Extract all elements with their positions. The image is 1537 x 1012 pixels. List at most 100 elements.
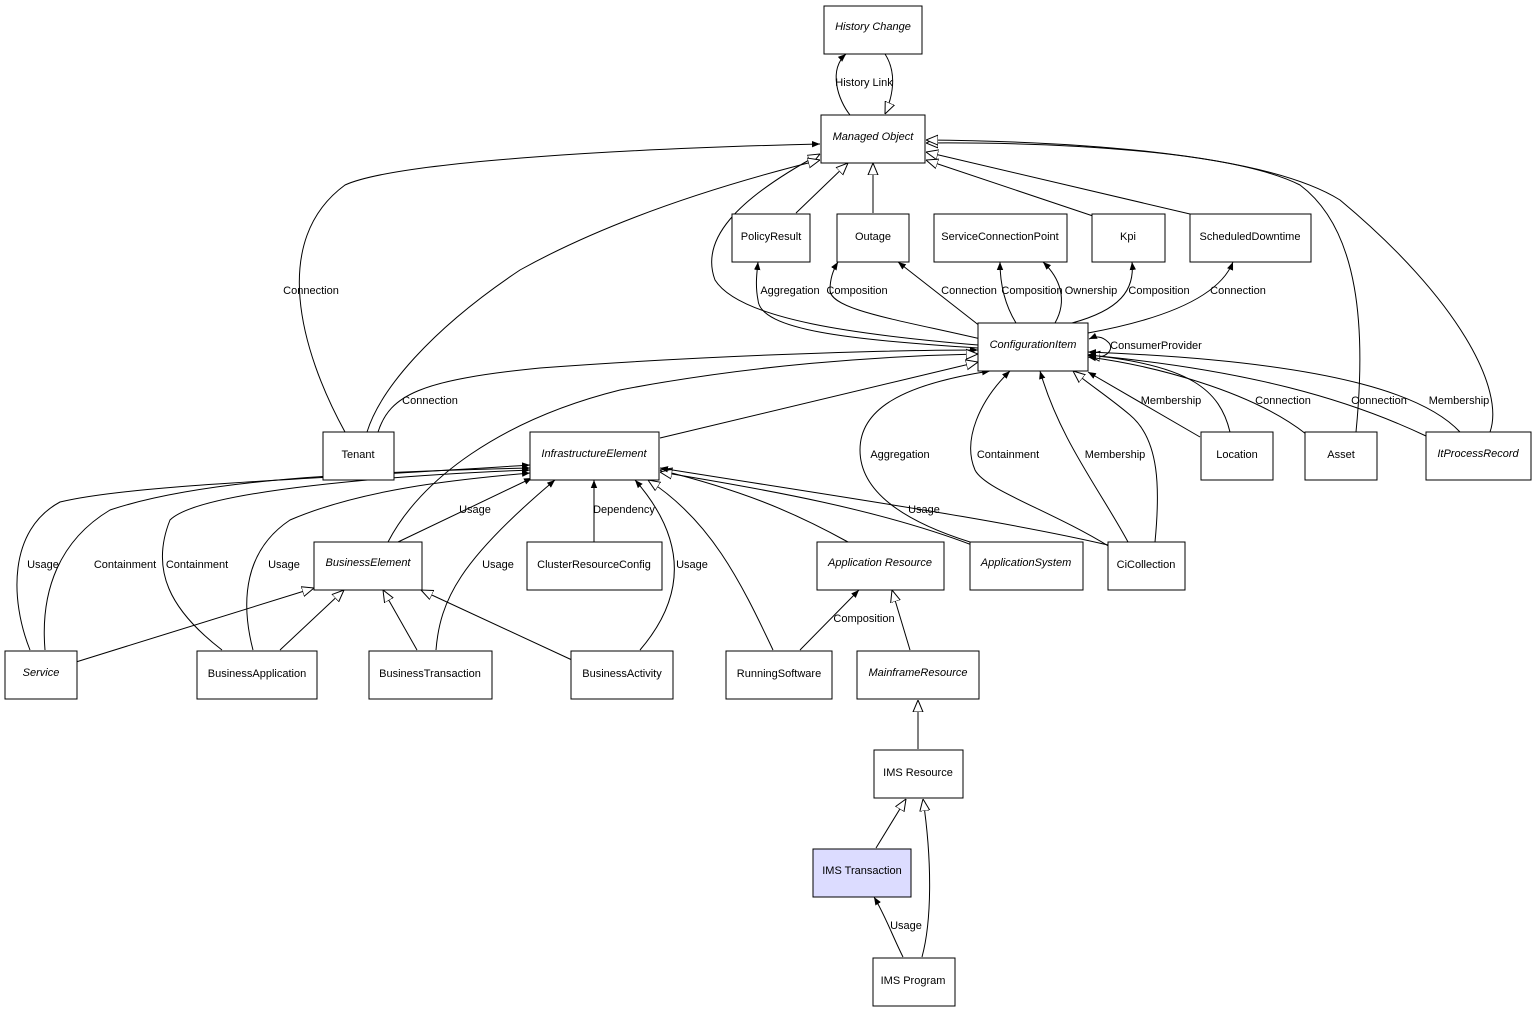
node-location[interactable]: Location — [1200, 431, 1274, 481]
edge-appsystem-inherits-infra — [660, 472, 973, 546]
edge-tenant-connection-mo — [298, 140, 821, 433]
edge-tenant-inherits — [366, 160, 820, 433]
edge-ci-consumerprovider — [1087, 332, 1112, 358]
label-imsprogram-usage: Usage — [890, 920, 922, 932]
edge-history-link — [835, 53, 851, 116]
edge-imsprogram-inherits-imsresource — [922, 799, 930, 958]
node-cluster-resource-config[interactable]: ClusterResourceConfig — [526, 541, 663, 591]
edge-ci-connection-scheduleddowntime — [1087, 261, 1234, 334]
label-ci-aggregation-policyresult: Aggregation — [760, 285, 819, 297]
label-ci-consumerprovider: ConsumerProvider — [1110, 340, 1202, 352]
node-asset-label: Asset — [1327, 449, 1355, 461]
node-managed-object-label: Managed Object — [833, 131, 915, 143]
node-business-activity-label: BusinessActivity — [582, 668, 662, 680]
label-ci-connection-scheduleddowntime: Connection — [1210, 285, 1266, 297]
node-service[interactable]: Service — [4, 650, 78, 700]
node-kpi-label: Kpi — [1120, 231, 1136, 243]
edge-infra-inherits — [659, 362, 978, 439]
label-cicollection-usage: Usage — [908, 504, 940, 516]
edge-businessapp-inherits-be — [279, 590, 344, 651]
node-outage[interactable]: Outage — [836, 213, 910, 263]
node-kpi[interactable]: Kpi — [1091, 213, 1166, 263]
node-configuration-item-label: ConfigurationItem — [990, 339, 1077, 351]
node-ims-transaction-label: IMS Transaction — [822, 865, 901, 877]
edge-businesstx-inherits-be — [383, 590, 418, 651]
node-managed-object[interactable]: Managed Object — [820, 114, 926, 164]
edge-policyresult-inherits — [795, 163, 848, 214]
edge-ci-ownership-scp — [1042, 261, 1062, 324]
node-ci-collection[interactable]: CiCollection — [1107, 541, 1186, 591]
edge-asset-inherits — [926, 143, 1361, 433]
label-be-usage-infra: Usage — [459, 504, 491, 516]
node-scheduled-downtime-label: ScheduledDowntime — [1200, 231, 1301, 243]
nodes: History Change Managed Object PolicyResu… — [4, 5, 1532, 1007]
label-cicollection-containment: Containment — [977, 449, 1039, 461]
label-businessapp-usage: Usage — [268, 559, 300, 571]
node-configuration-item[interactable]: ConfigurationItem — [977, 322, 1089, 372]
node-service-connection-point[interactable]: ServiceConnectionPoint — [933, 213, 1068, 263]
node-ims-resource-label: IMS Resource — [883, 767, 953, 779]
node-it-process-record-label: ItProcessRecord — [1437, 448, 1519, 460]
label-tenant-connection-mo: Connection — [283, 285, 339, 297]
label-itprocess-connection: Connection — [1351, 395, 1407, 407]
node-service-connection-point-label: ServiceConnectionPoint — [941, 231, 1058, 243]
edge-businessactivity-inherits-be — [421, 590, 573, 661]
node-running-software-label: RunningSoftware — [737, 668, 821, 680]
edge-kpi-inherits — [926, 160, 1094, 217]
edge-labels: History Link Connection Aggregation Comp… — [27, 77, 1489, 932]
edge-itprocess-connection-ci — [1087, 352, 1427, 437]
label-cicollection-aggregation: Aggregation — [870, 449, 929, 461]
node-history-change[interactable]: History Change — [823, 5, 923, 55]
node-application-system-label: ApplicationSystem — [980, 557, 1072, 569]
edge-configurationitem-inherits — [711, 154, 979, 346]
node-ims-program-label: IMS Program — [881, 975, 946, 987]
node-business-activity[interactable]: BusinessActivity — [570, 650, 674, 700]
edge-itprocess-membership-ci — [1087, 349, 1461, 433]
edges — [16, 53, 1494, 958]
edge-tenant-connection-ci — [377, 346, 979, 433]
node-business-transaction[interactable]: BusinessTransaction — [368, 650, 493, 700]
label-history-link: History Link — [835, 77, 893, 89]
label-ci-composition-kpi: Composition — [1128, 285, 1189, 297]
label-ci-connection-outage: Connection — [941, 285, 997, 297]
edge-scheduleddowntime-inherits — [926, 152, 1191, 215]
label-itprocess-membership: Membership — [1429, 395, 1490, 407]
node-business-application[interactable]: BusinessApplication — [196, 650, 318, 700]
label-ci-composition-scp: Composition — [1001, 285, 1062, 297]
node-policy-result[interactable]: PolicyResult — [731, 213, 811, 263]
label-runningsoftware-composition: Composition — [833, 613, 894, 625]
node-ims-resource[interactable]: IMS Resource — [873, 749, 964, 799]
node-infrastructure-element-label: InfrastructureElement — [541, 448, 647, 460]
node-business-element-label: BusinessElement — [326, 557, 412, 569]
node-business-element[interactable]: BusinessElement — [313, 541, 423, 591]
node-application-system[interactable]: ApplicationSystem — [969, 541, 1084, 591]
edge-cicollection-usage-infra — [659, 466, 1109, 546]
edge-cicollection-membership-ci — [1039, 370, 1129, 543]
node-history-change-label: History Change — [835, 21, 911, 33]
edge-businessactivity-usage-infra — [634, 479, 675, 651]
label-service-containment: Containment — [94, 559, 156, 571]
edge-ci-composition-scp — [996, 261, 1017, 324]
node-infrastructure-element[interactable]: InfrastructureElement — [529, 431, 660, 481]
node-mainframe-resource[interactable]: MainframeResource — [856, 650, 980, 700]
node-cluster-resource-config-label: ClusterResourceConfig — [537, 559, 651, 571]
node-running-software[interactable]: RunningSoftware — [725, 650, 833, 700]
node-outage-label: Outage — [855, 231, 891, 243]
node-location-label: Location — [1216, 449, 1258, 461]
label-cluster-dependency: Dependency — [593, 504, 655, 516]
node-tenant[interactable]: Tenant — [322, 431, 395, 481]
label-location-membership: Membership — [1141, 395, 1202, 407]
node-service-label: Service — [23, 667, 60, 679]
node-scheduled-downtime[interactable]: ScheduledDowntime — [1189, 213, 1312, 263]
node-ims-transaction[interactable]: IMS Transaction — [812, 848, 912, 898]
edge-ci-composition-kpi — [1071, 261, 1137, 324]
node-application-resource[interactable]: Application Resource — [816, 541, 945, 591]
node-asset[interactable]: Asset — [1304, 431, 1378, 481]
node-it-process-record[interactable]: ItProcessRecord — [1425, 431, 1532, 481]
label-asset-connection: Connection — [1255, 395, 1311, 407]
edge-cicollection-aggregation-ci — [859, 369, 991, 543]
node-tenant-label: Tenant — [341, 449, 374, 461]
edge-itprocessrecord-inherits — [926, 140, 1494, 433]
node-ims-program[interactable]: IMS Program — [872, 957, 956, 1007]
edge-service-usage-infra — [16, 462, 531, 651]
